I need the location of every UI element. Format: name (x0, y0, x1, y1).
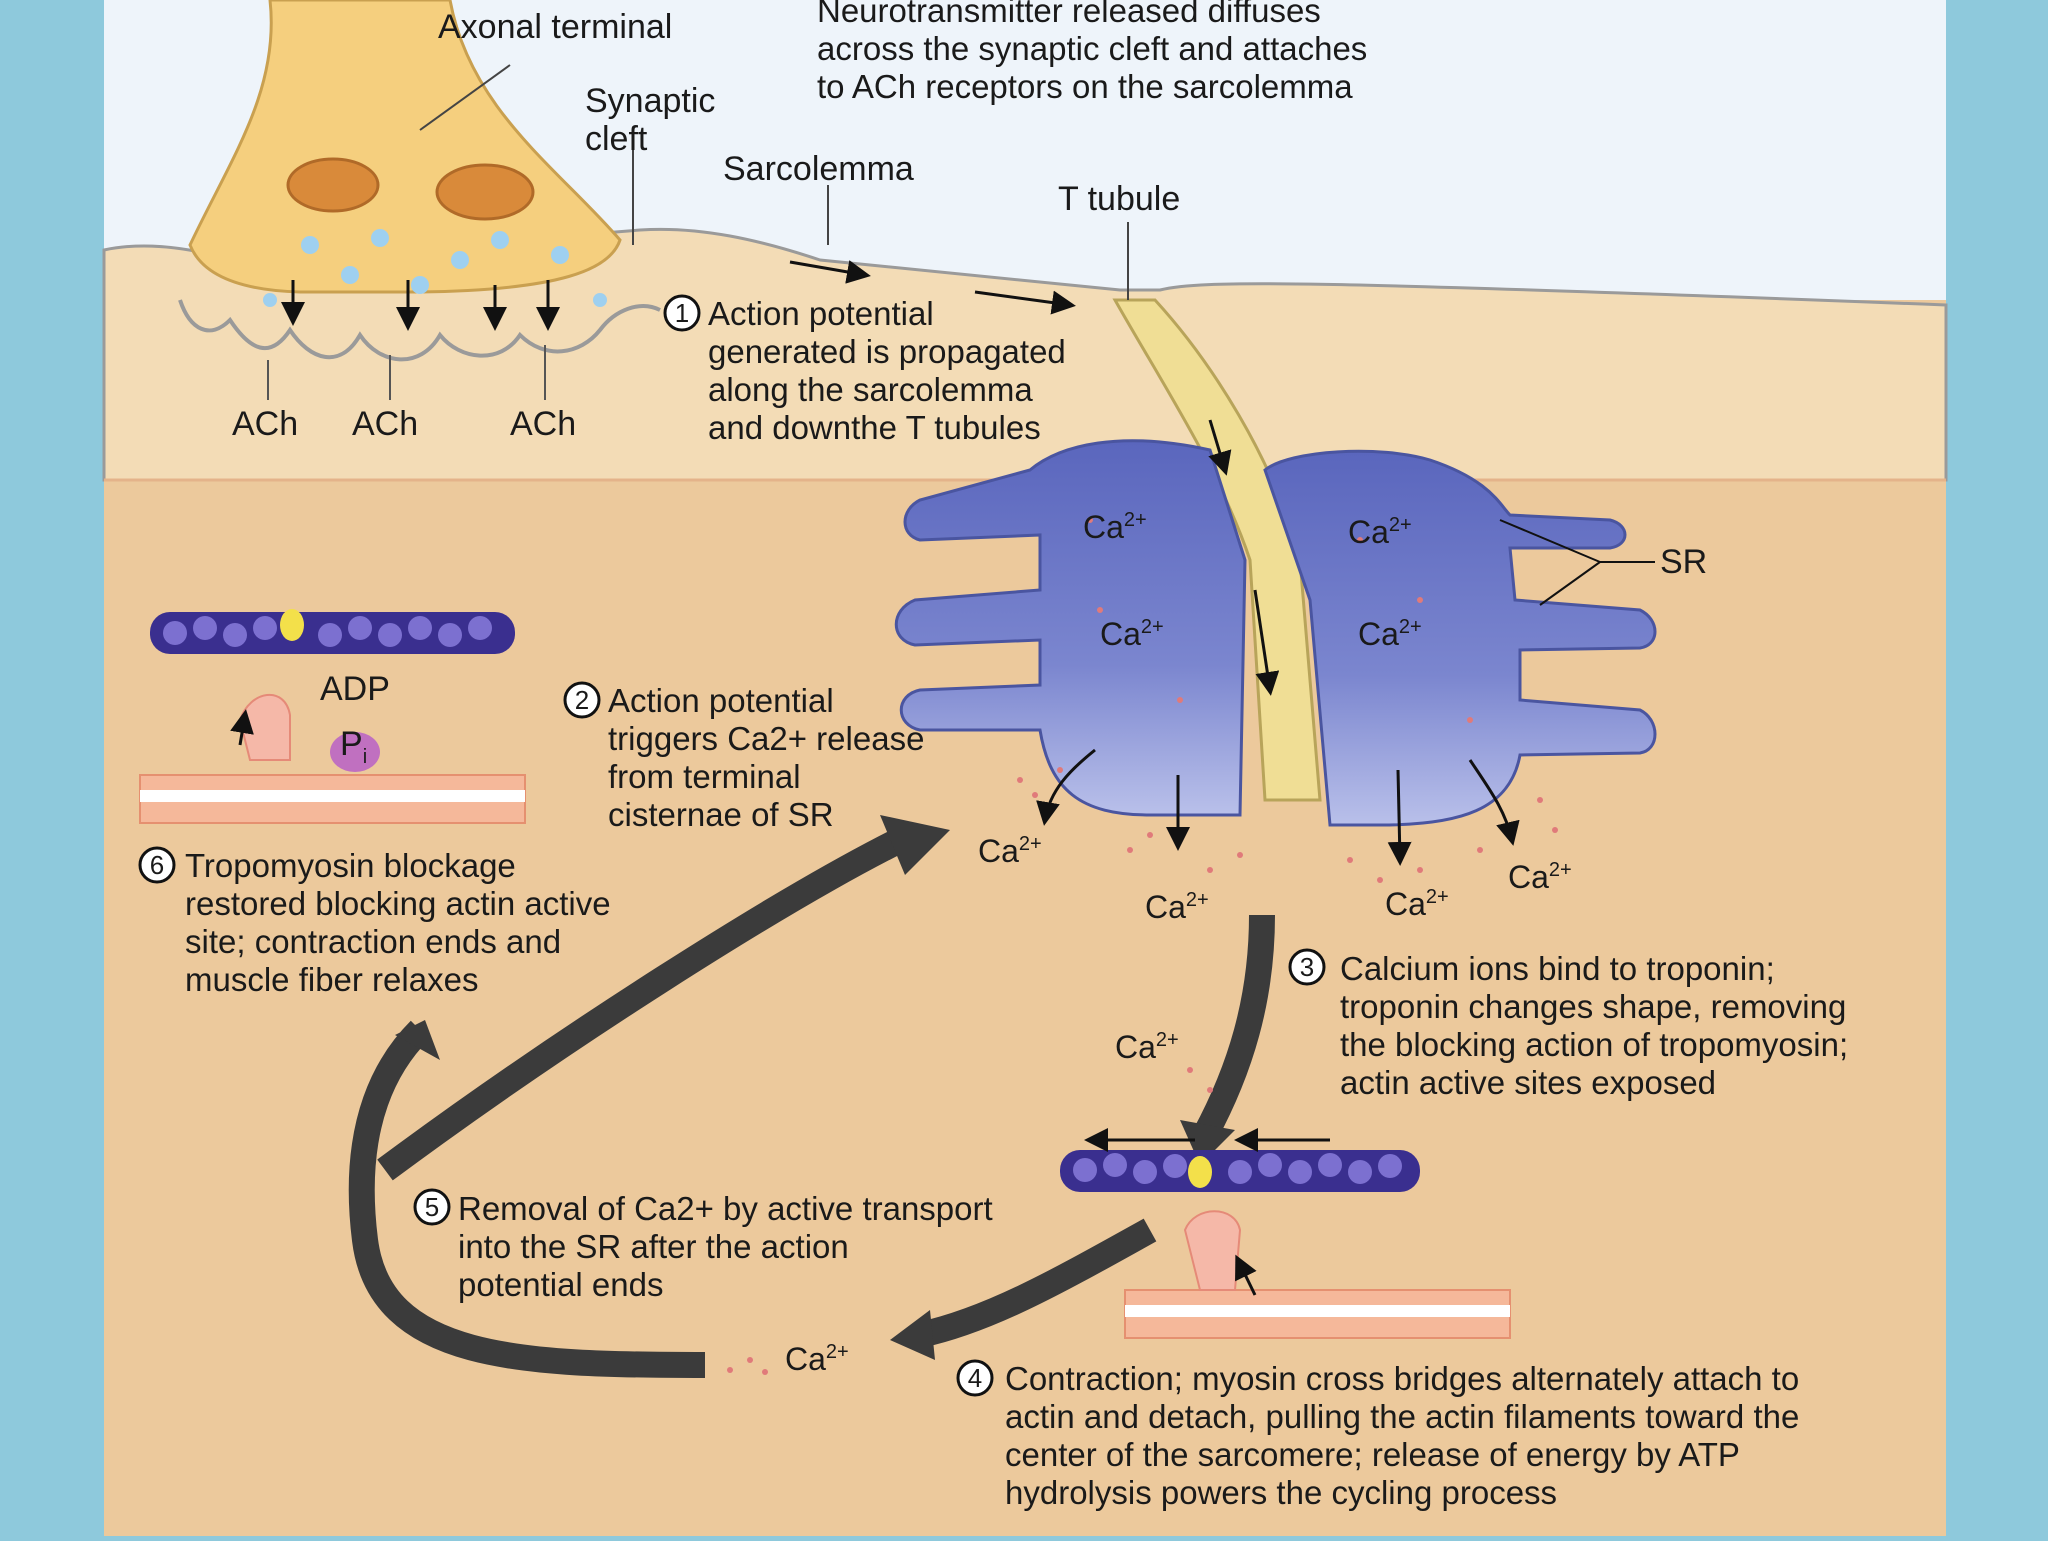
step-caption: along the sarcolemma (708, 371, 1033, 408)
vesicles (263, 229, 607, 307)
svg-text:Ca2+: Ca2+ (1083, 509, 1147, 545)
step-number: 2 (575, 685, 589, 715)
step-number: 1 (675, 298, 689, 328)
step-caption: hydrolysis powers the cycling process (1005, 1474, 1557, 1511)
step-caption: generated is propagated (708, 333, 1066, 370)
step-caption: Calcium ions bind to troponin; (1340, 950, 1775, 987)
svg-text:Ca2+: Ca2+ (1385, 886, 1449, 922)
step-caption: potential ends (458, 1266, 664, 1303)
step-caption: center of the sarcomere; release of ener… (1005, 1436, 1740, 1473)
neurotransmitter-caption: Neurotransmitter released diffuses (817, 0, 1321, 29)
label-leaders (419, 64, 1129, 300)
step-caption: restored blocking actin active (185, 885, 611, 922)
label-adp: ADP (320, 670, 390, 708)
label-sarcolemma: Sarcolemma (723, 150, 914, 188)
step-number: 6 (150, 850, 164, 880)
pi-group (330, 732, 380, 772)
mitochondrion (435, 163, 535, 221)
step-caption: actin and detach, pulling the actin fila… (1005, 1398, 1799, 1435)
svg-text:Ca2+: Ca2+ (1115, 1029, 1179, 1065)
step-caption: Removal of Ca2+ by active transport (458, 1190, 993, 1227)
step-caption: triggers Ca2+ release (608, 720, 924, 757)
contracting-filament (1060, 1128, 1511, 1339)
step-caption: Tropomyosin blockage (185, 847, 516, 884)
step-caption: from terminal (608, 758, 801, 795)
svg-text:Ca2+: Ca2+ (1100, 616, 1164, 652)
cycle-arrow-5-head (395, 1020, 440, 1060)
neurotransmitter-caption: to ACh receptors on the sarcolemma (817, 68, 1353, 105)
step-caption: actin active sites exposed (1340, 1064, 1716, 1101)
cycle-arrow-3-head (1180, 1120, 1235, 1165)
step-caption: the blocking action of tropomyosin; (1340, 1026, 1848, 1063)
step-caption: and downthe T tubules (708, 409, 1041, 446)
svg-text:Ca2+: Ca2+ (978, 833, 1042, 869)
svg-text:Ca2+: Ca2+ (785, 1341, 849, 1377)
ach-leaders (267, 345, 546, 400)
step-caption: troponin changes shape, removing (1340, 988, 1846, 1025)
step-2: 2 Action potential triggers Ca2+ release… (563, 681, 924, 833)
cycle-arrow-5 (348, 1020, 706, 1378)
cycle-arrow-4-head (890, 1310, 935, 1360)
cycle-arrow-4 (917, 1218, 1157, 1348)
step-6: 6 Tropomyosin blockage restored blocking… (138, 846, 611, 998)
step-caption: cisternae of SR (608, 796, 834, 833)
step-caption: Contraction; myosin cross bridges altern… (1005, 1360, 1799, 1397)
relaxed-filament (139, 609, 526, 824)
neurotransmitter-caption: across the synaptic cleft and attaches (817, 30, 1367, 67)
step-5: 5 Removal of Ca2+ by active transport in… (413, 1188, 993, 1303)
cycle-arrow-6-head (880, 815, 950, 875)
calcium-dots (727, 517, 1558, 1375)
step-caption: Action potential (608, 682, 834, 719)
sr-leaders (1499, 519, 1655, 606)
ca-release-arrows (1036, 748, 1520, 866)
step-caption: Action potential (708, 295, 934, 332)
step-badge (1288, 948, 1326, 986)
label-pi: Pi (340, 725, 367, 768)
step-number: 4 (968, 1363, 982, 1393)
mitochondrion (286, 157, 380, 213)
label-sr: SR (1660, 543, 1707, 581)
step-3: 3 Calcium ions bind to troponin; troponi… (1288, 948, 1848, 1101)
label-synaptic-cleft: Synaptic (585, 82, 715, 120)
step-4: 4 Contraction; myosin cross bridges alte… (956, 1359, 1799, 1511)
axonal-terminal (188, 0, 622, 294)
svg-text:Ca2+: Ca2+ (1508, 859, 1572, 895)
step-number: 5 (425, 1192, 439, 1222)
step-number: 3 (1300, 952, 1314, 982)
svg-text:Ca2+: Ca2+ (1358, 616, 1422, 652)
step-caption: site; contraction ends and (185, 923, 561, 960)
ach-release-arrows (281, 280, 560, 331)
svg-text:Ca2+: Ca2+ (1145, 889, 1209, 925)
step-badge (413, 1188, 451, 1226)
propagation-arrows (789, 260, 1280, 696)
label-ach: ACh (232, 405, 298, 443)
step-1: 1 Action potential generated is propagat… (663, 294, 1066, 446)
svg-text:Ca2+: Ca2+ (1348, 514, 1412, 550)
step-badge (138, 846, 176, 884)
step-badge (956, 1359, 994, 1397)
label-synaptic-cleft: cleft (585, 120, 648, 158)
label-ach: ACh (510, 405, 576, 443)
label-ach: ACh (352, 405, 418, 443)
step-caption: into the SR after the action (458, 1228, 849, 1265)
synaptic-folds (178, 299, 661, 362)
step-caption: muscle fiber relaxes (185, 961, 478, 998)
step-badge (563, 681, 601, 719)
calcium-labels: Ca2+ Ca2+ Ca2+ Ca2+ Ca2+ Ca2+ Ca2+ Ca2+ … (785, 509, 1572, 1377)
label-axonal-terminal: Axonal terminal (438, 8, 672, 46)
cycle-arrow-3 (1193, 914, 1275, 1142)
label-t-tubule: T tubule (1058, 180, 1180, 218)
cycle-arrow-6 (377, 828, 906, 1181)
step-badge (663, 294, 701, 332)
